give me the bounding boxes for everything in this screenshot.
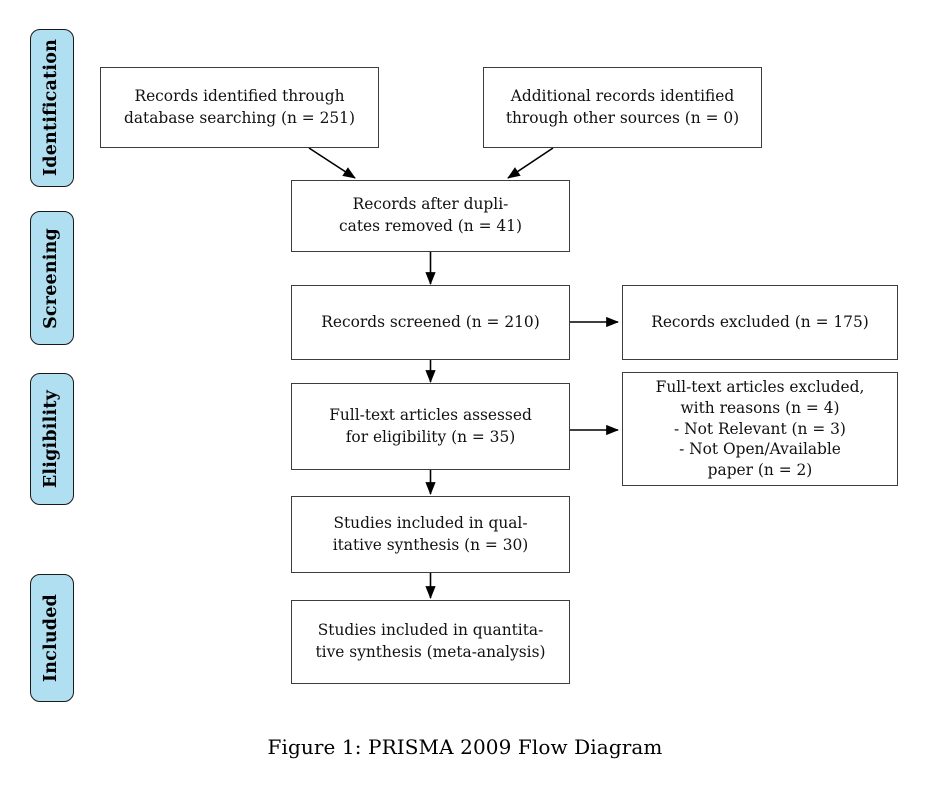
arrow-other-sources-to-duplicates bbox=[507, 147, 554, 179]
stage-label-identification: Identification bbox=[41, 39, 62, 177]
stage-label-eligibility: Eligibility bbox=[41, 389, 62, 489]
box-text-studies-qualitative-synthesis: Studies included in qual- itative synthe… bbox=[332, 513, 529, 554]
box-records-after-duplicates-removed: Records after dupli- cates removed (n = … bbox=[291, 180, 570, 252]
stage-tab-eligibility: Eligibility bbox=[30, 373, 74, 505]
box-text-records-identified-database: Records identified through database sear… bbox=[124, 86, 355, 127]
stage-tab-screening: Screening bbox=[30, 211, 74, 345]
box-records-identified-database: Records identified through database sear… bbox=[100, 67, 379, 148]
stage-tab-identification: Identification bbox=[30, 29, 74, 187]
stage-label-included: Included bbox=[41, 593, 62, 683]
box-fulltext-articles-assessed: Full-text articles assessed for eligibil… bbox=[291, 383, 570, 470]
stage-label-screening: Screening bbox=[41, 227, 62, 329]
box-text-records-screened: Records screened (n = 210) bbox=[321, 312, 540, 331]
figure-caption: Figure 1: PRISMA 2009 Flow Diagram bbox=[267, 735, 663, 759]
box-text-fulltext-articles-excluded: Full-text articles excluded, with reason… bbox=[655, 378, 865, 479]
stage-tab-included: Included bbox=[30, 574, 74, 702]
box-text-additional-records-other-sources: Additional records identified through ot… bbox=[505, 86, 740, 127]
box-records-screened: Records screened (n = 210) bbox=[291, 285, 570, 360]
box-studies-quantitative-synthesis: Studies included in quantita- tive synth… bbox=[291, 600, 570, 684]
box-text-fulltext-articles-assessed: Full-text articles assessed for eligibil… bbox=[329, 405, 532, 446]
box-text-records-after-duplicates-removed: Records after dupli- cates removed (n = … bbox=[339, 195, 522, 235]
box-additional-records-other-sources: Additional records identified through ot… bbox=[483, 67, 762, 148]
box-fulltext-articles-excluded: Full-text articles excluded, with reason… bbox=[622, 372, 898, 486]
box-text-studies-quantitative-synthesis: Studies included in quantita- tive synth… bbox=[315, 621, 546, 661]
box-studies-qualitative-synthesis: Studies included in qual- itative synthe… bbox=[291, 496, 570, 573]
arrow-database-to-duplicates bbox=[308, 147, 356, 179]
box-records-excluded: Records excluded (n = 175) bbox=[622, 285, 898, 360]
box-text-records-excluded: Records excluded (n = 175) bbox=[651, 312, 869, 331]
